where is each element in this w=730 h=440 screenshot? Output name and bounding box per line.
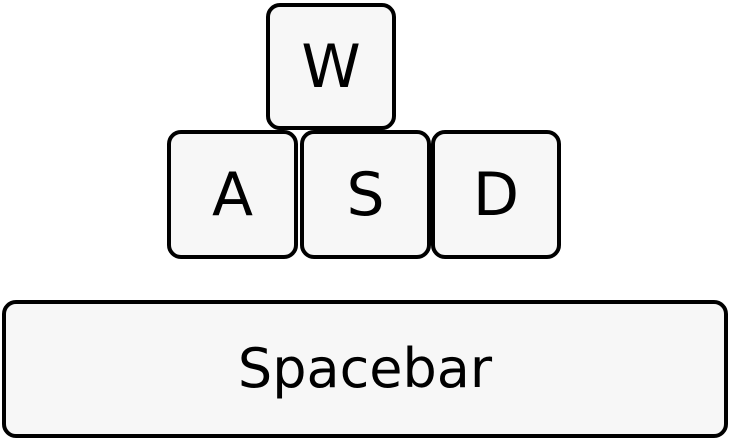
s-key-label: S (346, 159, 385, 230)
spacebar-key-label: Spacebar (237, 337, 493, 400)
s-key[interactable]: S (300, 130, 431, 259)
spacebar-key[interactable]: Spacebar (2, 300, 728, 438)
d-key[interactable]: D (431, 130, 561, 259)
d-key-label: D (472, 159, 520, 230)
a-key-label: A (211, 159, 254, 230)
w-key[interactable]: W (266, 3, 396, 130)
w-key-label: W (301, 31, 361, 102)
a-key[interactable]: A (167, 130, 298, 259)
